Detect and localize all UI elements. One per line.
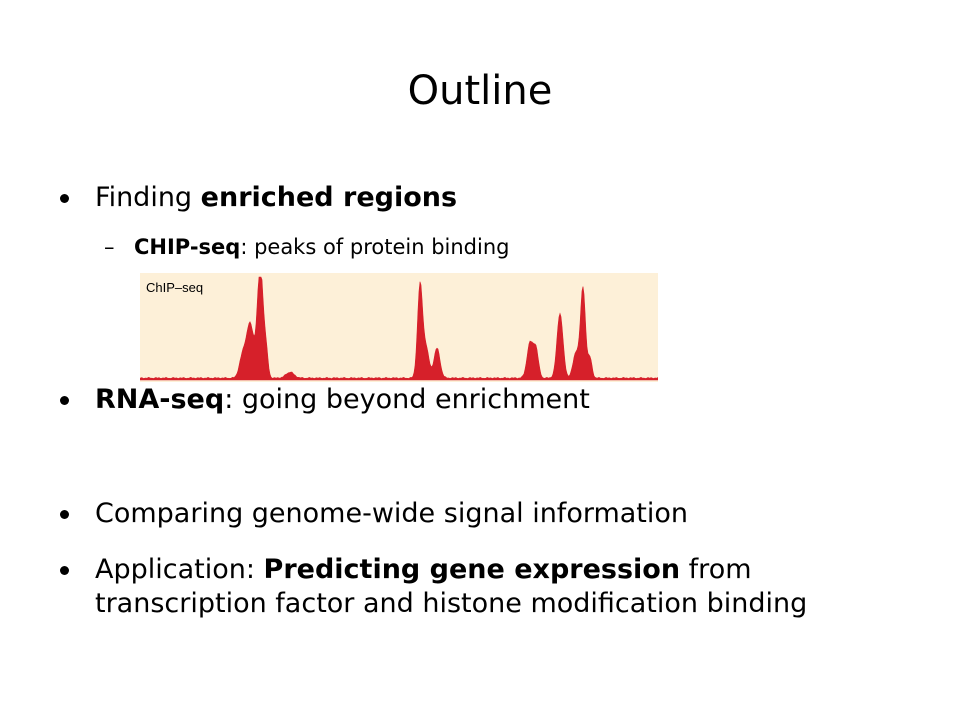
slide-title: Outline <box>407 68 553 114</box>
bullet-plain-text: from transcription factor and histone mo… <box>95 554 808 619</box>
chip-seq-figure: ChIP–seq <box>140 273 658 382</box>
chip-seq-signal-track: ChIP–seq <box>140 273 658 382</box>
sub-bullet-plain-text: : peaks of protein binding <box>240 235 510 259</box>
bullet-dot <box>60 396 69 405</box>
bullet-dot <box>60 510 69 519</box>
sub-bullet-dash: – <box>104 235 115 259</box>
sub-bullet-text: CHIP-seq: peaks of protein binding <box>134 233 509 261</box>
bullet-plain-text: Finding <box>95 182 201 213</box>
bullet-text: Application: Predicting gene expression … <box>95 553 915 621</box>
bullet-text: RNA-seq: going beyond enrichment <box>95 383 590 417</box>
bullet-text: Finding enriched regions <box>95 181 457 215</box>
bullet-bold-text: Predicting gene expression <box>263 554 681 585</box>
bullet-dot <box>60 566 69 575</box>
bullet-text: Comparing genome-wide signal information <box>95 498 689 529</box>
sub-bullet-bold-text: CHIP-seq <box>134 235 241 259</box>
bullet-bold-text: enriched regions <box>200 182 458 213</box>
figure-label: ChIP–seq <box>146 280 203 295</box>
bullet-bold-text: RNA-seq <box>95 384 225 415</box>
signal-peaks <box>140 276 658 381</box>
bullet-dot <box>60 194 69 203</box>
bullet-plain-text: Application: <box>95 554 264 585</box>
bullet-plain-text: : going beyond enrichment <box>224 384 590 415</box>
figure-background <box>140 273 658 382</box>
